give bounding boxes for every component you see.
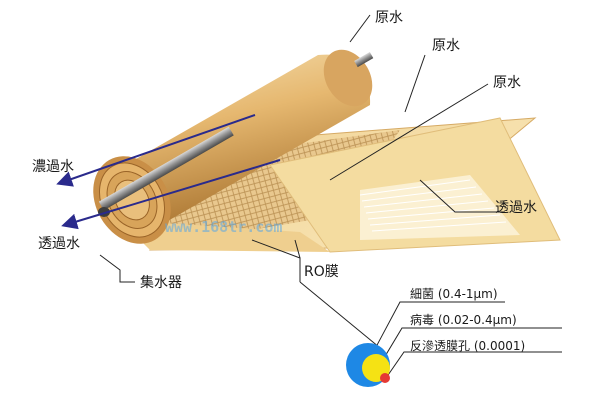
permeate-arrow [61,159,281,230]
lower-sheet [120,220,330,252]
size-comparison [346,343,390,387]
pore-circle [380,373,390,383]
center-tube-stub [354,52,374,68]
legend-pore: 反滲透膜孔 (0.0001) [410,339,525,353]
label-collector: 集水器 [140,274,182,291]
collector-tube [98,126,234,211]
label-raw-water-1: 原水 [375,10,403,26]
label-raw-water-2: 原水 [432,38,460,54]
label-concentrate: 濃過水 [32,159,74,175]
label-raw-water-3: 原水 [493,75,521,91]
watermark: www.168tr.com [165,218,282,236]
legend-virus: 病毒 (0.02-0.4μm) [410,312,517,327]
concentrate-arrow [56,114,256,187]
label-ro-membrane: RO膜 [304,264,339,280]
label-permeate-left: 透過水 [38,236,80,252]
sheet-stripes [359,179,507,232]
membrane-roll [93,49,374,244]
legend-bacteria: 細菌 (0.4-1μm) [410,287,498,301]
label-permeate-right: 透過水 [495,200,537,216]
roll-body [108,54,371,231]
flow-arrows [56,114,281,230]
